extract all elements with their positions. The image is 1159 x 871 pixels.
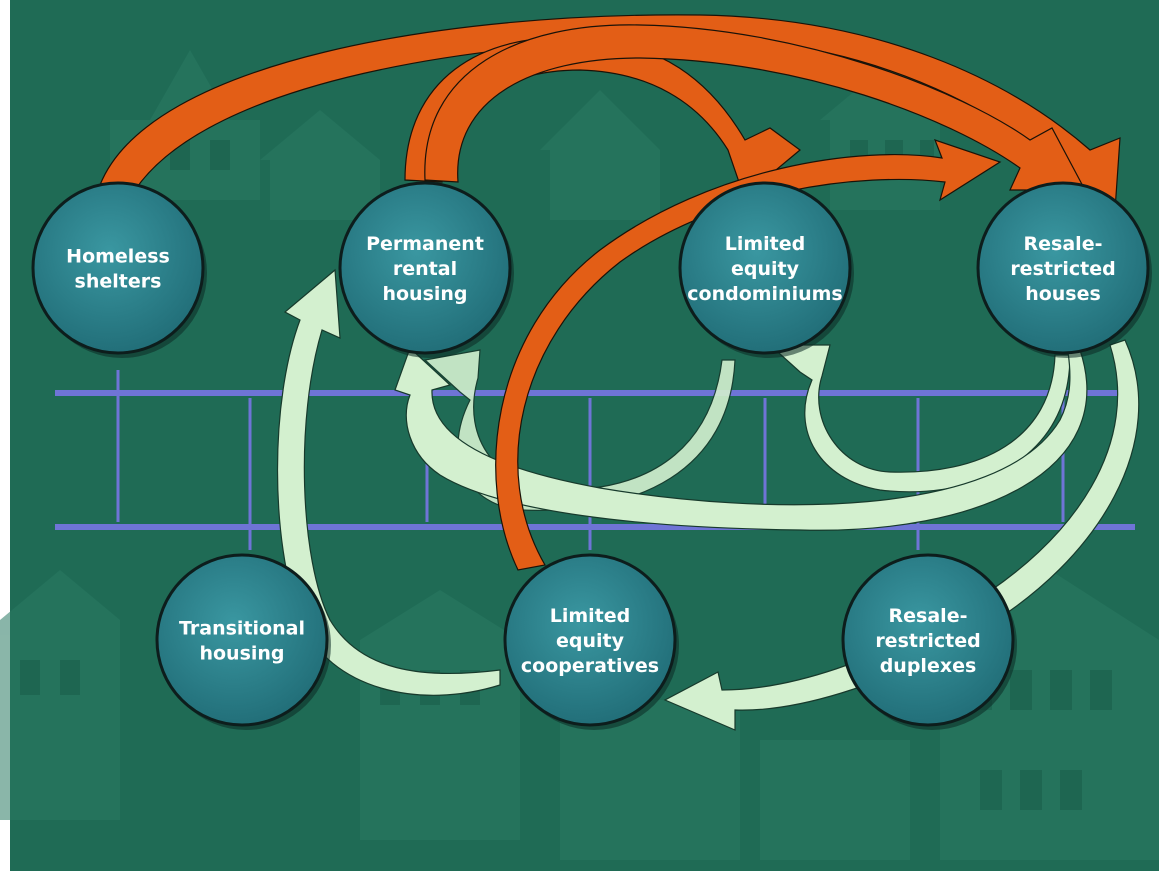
node-label-line: Homeless <box>66 246 170 268</box>
node-circle <box>338 181 512 355</box>
node-label-line: duplexes <box>880 655 977 677</box>
ladder <box>55 390 1135 530</box>
arrow-coops-to-houses <box>495 139 1002 571</box>
node-label-line: shelters <box>75 271 162 293</box>
node-houses: Resale-restricted houses <box>976 181 1152 358</box>
arrow-permanent-to-houses <box>424 24 1086 191</box>
node-label-line: equity <box>731 258 800 280</box>
node-label-line: cooperatives <box>521 655 659 677</box>
node-circle <box>155 553 329 727</box>
left-edge <box>0 0 10 871</box>
node-label-line: houses <box>1025 283 1101 305</box>
node-homeless: Homeless shelters <box>31 181 207 358</box>
node-label-line: restricted <box>1010 258 1115 280</box>
node-circle <box>841 553 1015 727</box>
node-label-line: Transitional <box>179 618 305 640</box>
node-condos: Limited equity condominiums <box>678 181 854 358</box>
node-label-line: Resale- <box>1024 233 1103 255</box>
node-label-line: housing <box>199 643 284 665</box>
node-label-line: Limited <box>725 233 806 255</box>
node-transitional: Transitional housing <box>155 553 331 730</box>
node-label-line: Limited <box>550 605 631 627</box>
node-label-line: housing <box>382 283 467 305</box>
node-coops: Limited equity cooperatives <box>503 553 679 730</box>
node-circle <box>503 553 677 727</box>
node-label-line: Resale- <box>889 605 968 627</box>
node-label-line: rental <box>393 258 457 280</box>
node-circle <box>678 181 852 355</box>
node-duplexes: Resale-restricted duplexes <box>841 553 1017 730</box>
node-label-line: restricted <box>875 630 980 652</box>
ladder-rungs <box>116 370 1065 550</box>
node-label-line: equity <box>556 630 625 652</box>
node-permanent: Permanent rental housing <box>338 181 514 358</box>
node-circle <box>31 181 205 355</box>
node-label-line: Permanent <box>366 233 484 255</box>
arrow-houses-to-permanent <box>394 346 1088 531</box>
node-label-line: condominiums <box>687 283 842 305</box>
node-circle <box>976 181 1150 355</box>
